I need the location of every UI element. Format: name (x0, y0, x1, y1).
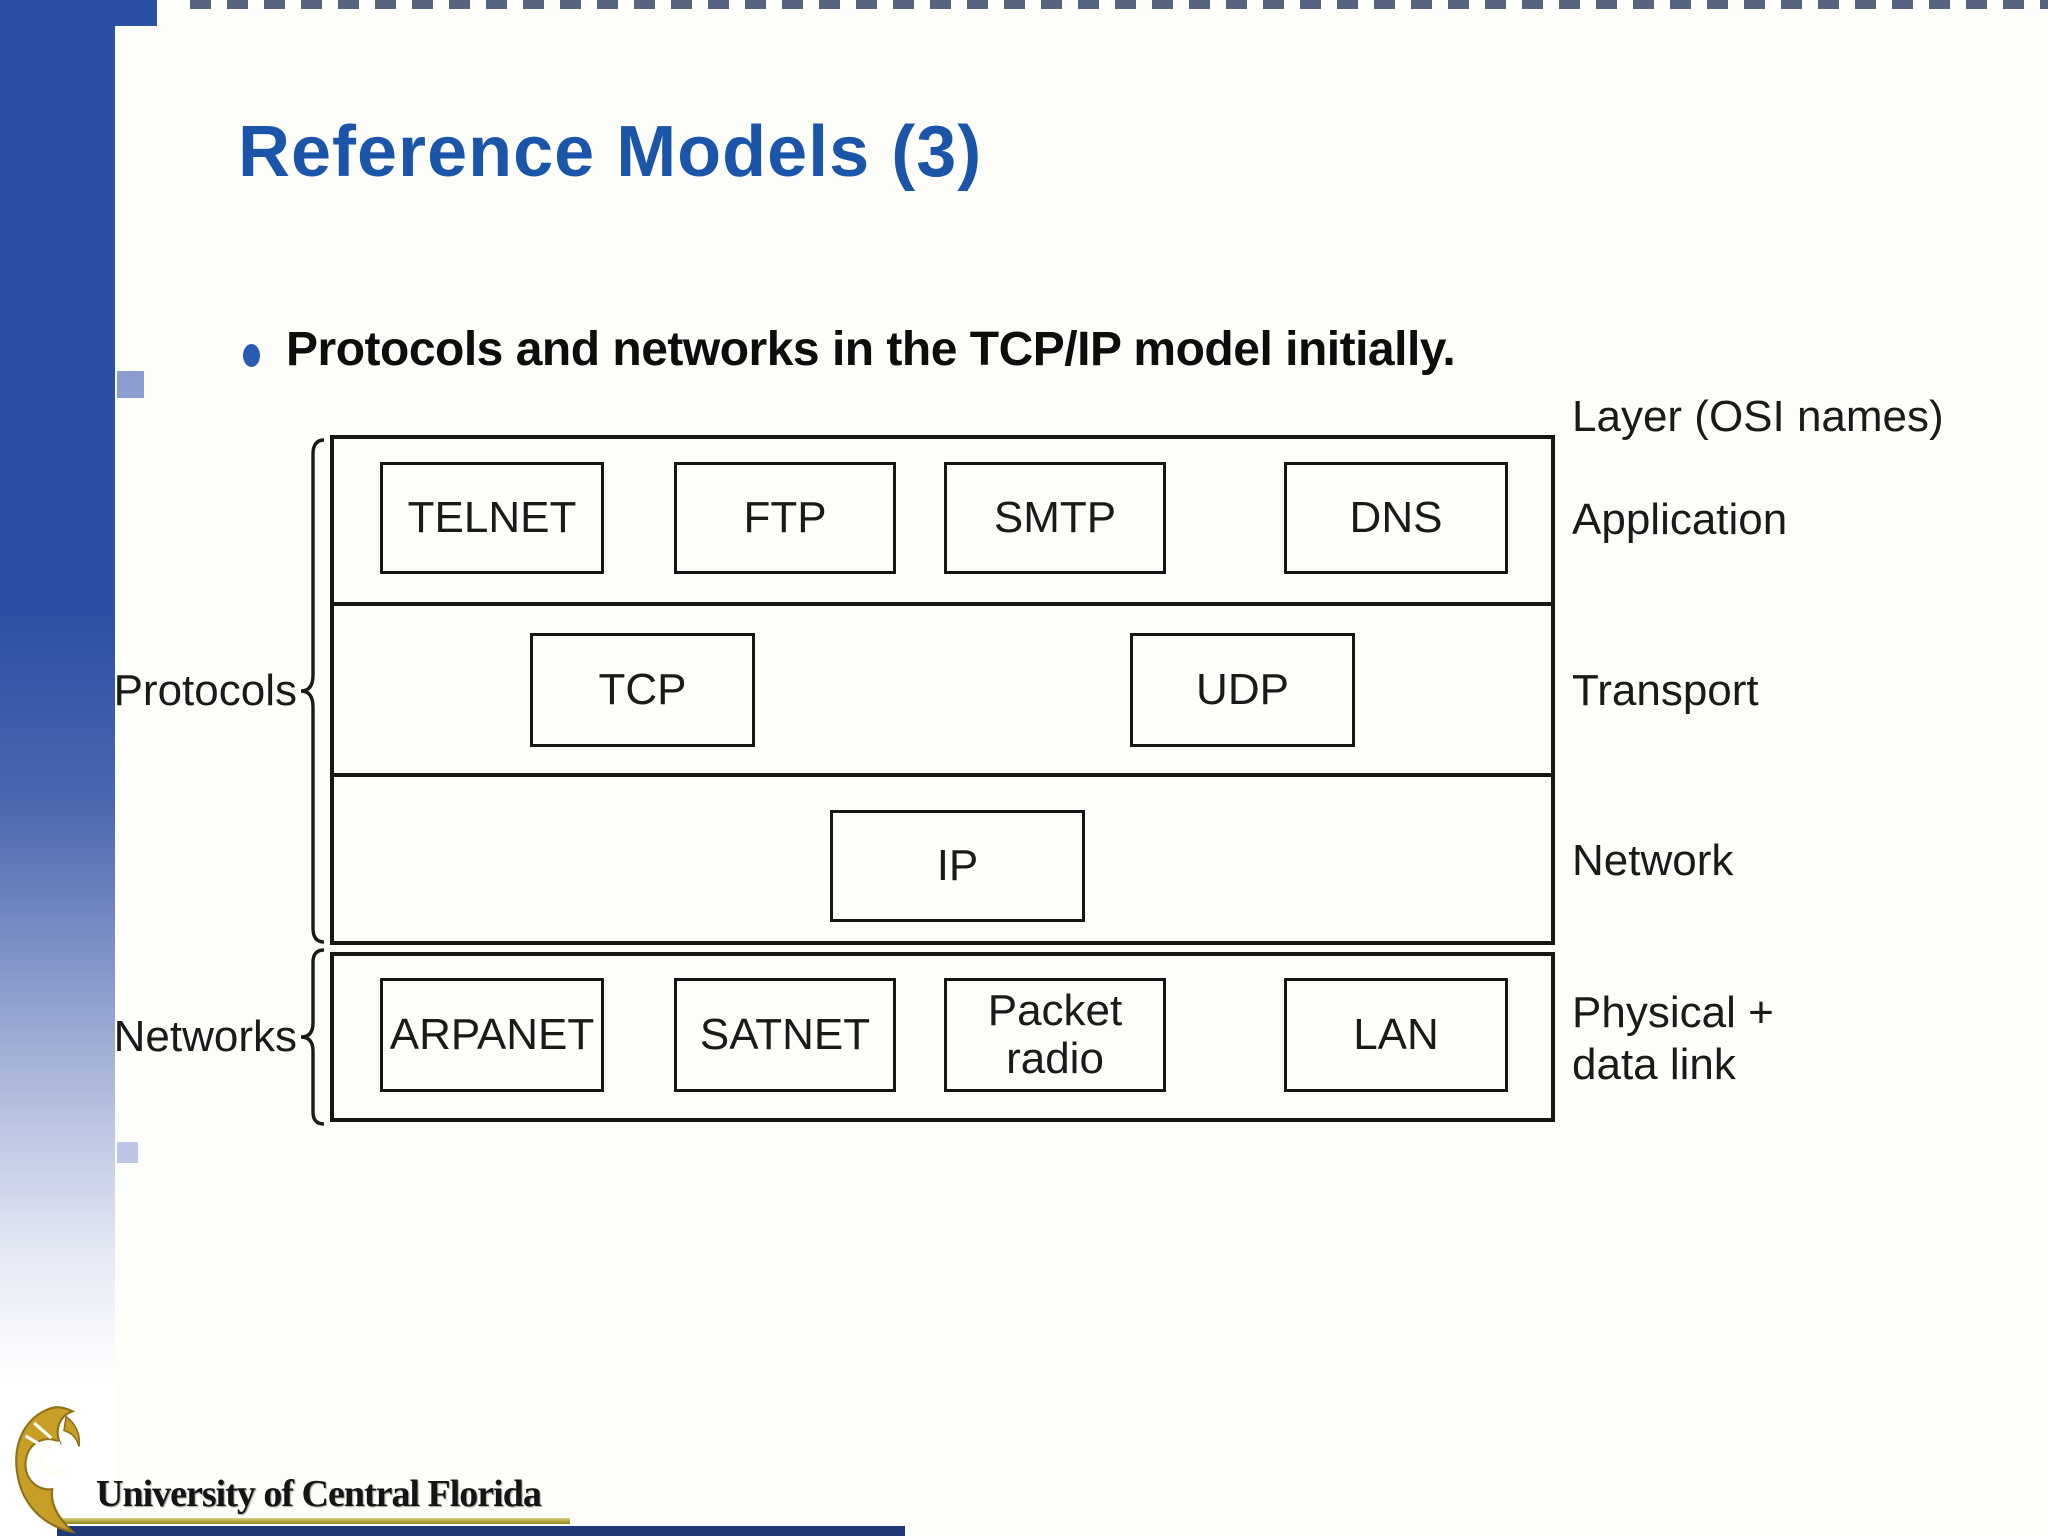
layer-label-transport: Transport (1572, 666, 1759, 715)
box-satnet: SATNET (674, 978, 896, 1092)
label-networks: Networks (113, 1012, 297, 1061)
protocols-brace (300, 438, 325, 944)
top-dashed-border (190, 0, 2048, 9)
box-smtp: SMTP (944, 462, 1166, 574)
box-telnet: TELNET (380, 462, 604, 574)
label-protocols: Protocols (113, 666, 297, 715)
box-packet-radio: Packet radio (944, 978, 1166, 1092)
box-tcp: TCP (530, 633, 755, 747)
box-arpanet: ARPANET (380, 978, 604, 1092)
layer-label-application: Application (1572, 495, 1788, 544)
layer-label-network: Network (1572, 836, 1734, 885)
ucf-wordmark: University of Central Florida (96, 1473, 542, 1515)
layer-osi-names-label: Layer (OSI names) (1572, 392, 1944, 441)
box-dns: DNS (1284, 462, 1508, 574)
box-udp: UDP (1130, 633, 1355, 747)
box-ip: IP (830, 810, 1085, 922)
sidebar-top-notch (115, 0, 157, 26)
layer-label-physical-data-link: Physical + data link (1572, 988, 1774, 1089)
footer-gold-rule (58, 1518, 570, 1524)
networks-brace (300, 948, 325, 1126)
box-ftp: FTP (674, 462, 896, 574)
application-transport-divider (330, 602, 1555, 606)
sidebar-square-upper (117, 371, 144, 398)
bullet-text: Protocols and networks in the TCP/IP mod… (286, 323, 1456, 376)
bullet-icon (243, 344, 260, 367)
ucf-pegasus-logo-icon (15, 1406, 81, 1534)
transport-network-divider (330, 773, 1555, 777)
sidebar-square-lower (117, 1142, 138, 1163)
box-lan: LAN (1284, 978, 1508, 1092)
slide-title: Reference Models (3) (238, 112, 983, 192)
footer-navy-bar (57, 1526, 905, 1536)
sidebar-gradient (0, 0, 115, 1536)
